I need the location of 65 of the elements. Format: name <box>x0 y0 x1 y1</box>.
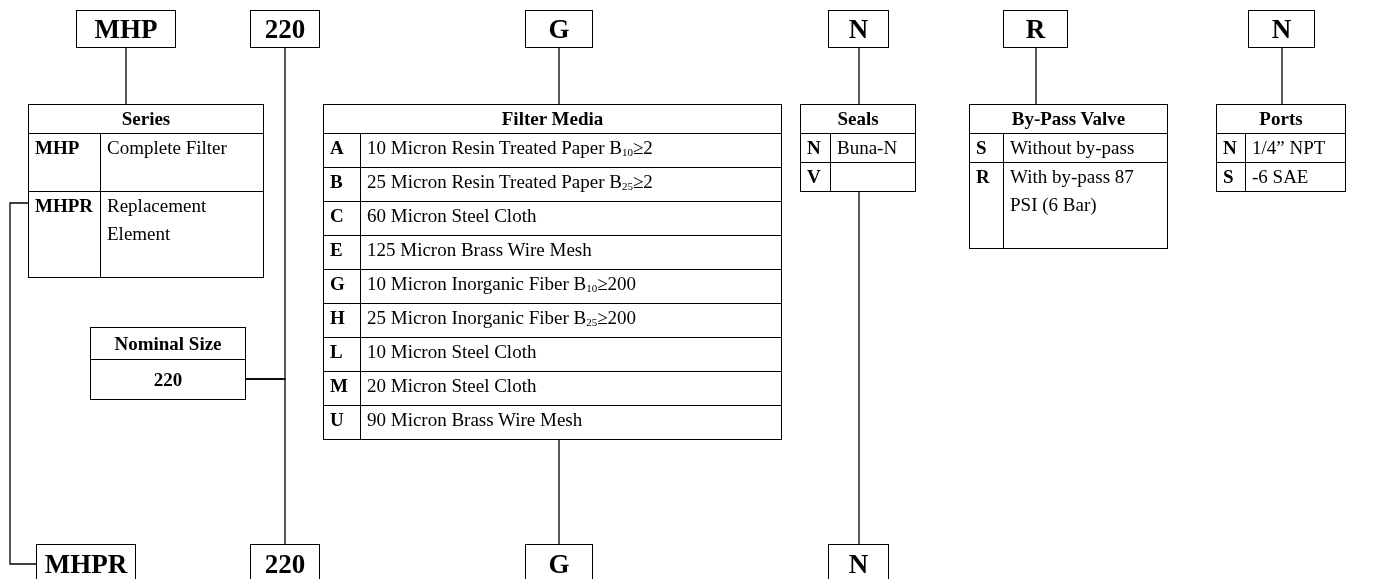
connector-line <box>1035 47 1037 105</box>
code-cell: S <box>1216 162 1246 192</box>
connector-line <box>858 47 860 105</box>
value-cell: 220 <box>90 359 246 400</box>
code-cell: V <box>800 162 831 192</box>
table-heading-cell: By-Pass Valve <box>969 104 1168 134</box>
description-cell: 1/4” NPT <box>1245 133 1346 163</box>
code-cell: E <box>323 235 361 270</box>
code-cell: C <box>323 201 361 236</box>
code-cell: MHP <box>28 133 101 192</box>
description-cell: 20 Micron Steel Cloth <box>360 371 782 406</box>
description-cell: Complete Filter <box>100 133 264 192</box>
code-box: N <box>828 10 889 48</box>
connector-line <box>558 439 560 545</box>
code-cell: L <box>323 337 361 372</box>
description-cell: 10 Micron Resin Treated Paper B$_{10}$≥2 <box>360 133 782 168</box>
code-cell: G <box>323 269 361 304</box>
description-cell: 125 Micron Brass Wire Mesh <box>360 235 782 270</box>
code-cell: M <box>323 371 361 406</box>
code-cell: S <box>969 133 1004 163</box>
code-box: G <box>525 544 593 579</box>
option-table <box>969 104 1168 249</box>
table-heading-cell: Ports <box>1216 104 1346 134</box>
description-cell: Without by-pass <box>1003 133 1168 163</box>
option-table <box>28 104 264 278</box>
description-cell: With by-pass 87 PSI (6 Bar) <box>1003 162 1168 249</box>
code-box: R <box>1003 10 1068 48</box>
description-cell: -6 SAE <box>1245 162 1346 192</box>
description-cell: 90 Micron Brass Wire Mesh <box>360 405 782 440</box>
description-cell: 25 Micron Resin Treated Paper B$_{25}$≥2 <box>360 167 782 202</box>
connector-line <box>558 47 560 105</box>
option-table <box>1216 104 1346 192</box>
code-box: N <box>828 544 889 579</box>
description-cell: Replacement Element <box>100 191 264 278</box>
code-cell: A <box>323 133 361 168</box>
connector-line <box>125 47 127 105</box>
connector-line <box>1281 47 1283 105</box>
table-heading-cell: Filter Media <box>323 104 782 134</box>
table-heading-cell: Nominal Size <box>90 327 246 360</box>
description-cell: 60 Micron Steel Cloth <box>360 201 782 236</box>
code-cell: N <box>1216 133 1246 163</box>
code-cell: U <box>323 405 361 440</box>
code-box: G <box>525 10 593 48</box>
option-table <box>800 104 916 192</box>
code-cell: MHPR <box>28 191 101 278</box>
code-box: MHPR <box>36 544 136 579</box>
code-box: MHP <box>76 10 176 48</box>
connector-line <box>245 378 286 545</box>
code-cell: H <box>323 303 361 338</box>
connector-line <box>9 202 37 565</box>
code-box: N <box>1248 10 1315 48</box>
option-table <box>323 104 782 440</box>
description-cell: 25 Micron Inorganic Fiber B$_{25}$≥200 <box>360 303 782 338</box>
description-cell: 10 Micron Inorganic Fiber B$_{10}$≥200 <box>360 269 782 304</box>
code-box: 220 <box>250 544 320 579</box>
option-table <box>90 327 246 400</box>
table-heading-cell: Seals <box>800 104 916 134</box>
connector-line <box>858 191 860 545</box>
code-cell: N <box>800 133 831 163</box>
code-cell: B <box>323 167 361 202</box>
code-cell: R <box>969 162 1004 249</box>
description-cell: Buna-N <box>830 133 916 163</box>
table-heading-cell: Series <box>28 104 264 134</box>
description-cell: 10 Micron Steel Cloth <box>360 337 782 372</box>
code-box: 220 <box>250 10 320 48</box>
